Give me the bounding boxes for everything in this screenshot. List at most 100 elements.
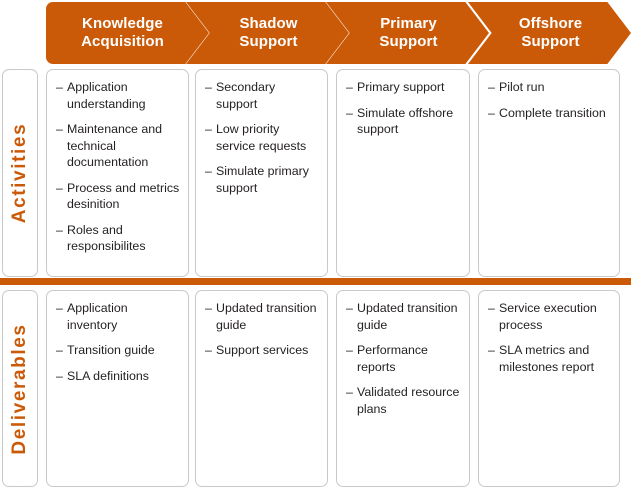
list-item: – Roles and responsibilites	[56, 222, 180, 255]
bullet-list: – Application understanding – Maintenanc…	[56, 79, 180, 255]
deliverables-card-knowledge-acquisition: – Application inventory – Transition gui…	[46, 290, 189, 487]
bullet-dash-icon: –	[205, 301, 212, 315]
list-item-text: Secondary support	[216, 80, 276, 111]
list-item-text: Maintenance and technical documentation	[67, 122, 163, 169]
deliverables-card-shadow-support: – Updated transition guide – Support ser…	[195, 290, 328, 487]
phase-title-line2: Support	[239, 33, 298, 50]
list-item: – SLA metrics and milestones report	[488, 342, 611, 375]
row-label-activities-text: Activities	[9, 122, 30, 224]
list-item-text: Low priority service requests	[216, 122, 307, 153]
list-item-text: Support services	[216, 343, 309, 357]
list-item: – Application inventory	[56, 300, 180, 333]
list-item-text: Primary support	[357, 80, 445, 94]
list-item: – Secondary support	[205, 79, 319, 112]
row-label-activities: Activities	[2, 69, 38, 277]
phase-title-line1: Knowledge	[82, 15, 163, 33]
list-item-text: Roles and responsibilites	[67, 222, 146, 254]
bullet-dash-icon: –	[488, 343, 495, 357]
phase-header-label: Shadow Support	[221, 15, 313, 50]
list-item-text: Updated transition guide	[357, 301, 458, 332]
activities-card-shadow-support: – Secondary support – Low priority servi…	[195, 69, 328, 277]
bullet-dash-icon: –	[346, 385, 353, 399]
bullet-dash-icon: –	[205, 343, 212, 357]
bullet-list: – Updated transition guide – Performance…	[346, 300, 461, 417]
phase-header-label: Knowledge Acquisition	[75, 15, 180, 50]
list-item: – SLA definitions	[56, 368, 180, 385]
list-item: – Maintenance and technical documentatio…	[56, 121, 180, 171]
deliverables-card-primary-support: – Updated transition guide – Performance…	[336, 290, 470, 487]
phase-title-line1: Offshore	[518, 15, 583, 33]
list-item-text: Performance reports	[357, 343, 428, 374]
list-item-text: SLA metrics and milestones report	[499, 343, 595, 374]
bullet-list: – Pilot run – Complete transition	[488, 79, 611, 121]
row-label-deliverables-text: Deliverables	[9, 322, 30, 455]
bullet-dash-icon: –	[56, 122, 63, 136]
bullet-list: – Primary support – Simulate offshore su…	[346, 79, 461, 138]
list-item: – Primary support	[346, 79, 461, 96]
deliverables-card-offshore-support: – Service execution process – SLA metric…	[478, 290, 620, 487]
phase-title-line1: Primary	[380, 15, 437, 33]
activities-card-primary-support: – Primary support – Simulate offshore su…	[336, 69, 470, 277]
phase-header-offshore-support[interactable]: Offshore Support	[468, 2, 631, 64]
list-item: – Updated transition guide	[346, 300, 461, 333]
list-item-text: Complete transition	[499, 105, 606, 120]
phase-title-line1: Shadow	[239, 15, 298, 33]
bullet-list: – Updated transition guide – Support ser…	[205, 300, 319, 359]
bullet-dash-icon: –	[488, 301, 495, 315]
bullet-dash-icon: –	[346, 80, 353, 94]
list-item: – Complete transition	[488, 105, 611, 122]
section-divider	[0, 278, 631, 285]
phase-header-shadow-support[interactable]: Shadow Support	[186, 2, 349, 64]
phase-header-primary-support[interactable]: Primary Support	[326, 2, 489, 64]
bullet-dash-icon: –	[346, 301, 353, 315]
phase-header-label: Primary Support	[361, 15, 453, 50]
list-item: – Transition guide	[56, 342, 180, 359]
list-item: – Validated resource plans	[346, 384, 461, 417]
bullet-dash-icon: –	[488, 105, 495, 120]
list-item-text: Process and metrics desinition	[67, 180, 180, 212]
bullet-dash-icon: –	[56, 343, 63, 357]
bullet-dash-icon: –	[56, 301, 63, 315]
phase-title-line2: Support	[521, 33, 580, 50]
list-item: – Support services	[205, 342, 319, 359]
bullet-dash-icon: –	[346, 105, 353, 120]
list-item-text: Application understanding	[67, 80, 146, 111]
bullet-dash-icon: –	[56, 222, 63, 237]
list-item: – Simulate primary support	[205, 163, 319, 196]
list-item: – Pilot run	[488, 79, 611, 96]
phase-header-label: Offshore Support	[501, 15, 598, 50]
list-item: – Updated transition guide	[205, 300, 319, 333]
list-item-text: Simulate primary support	[216, 164, 309, 195]
activities-card-knowledge-acquisition: – Application understanding – Maintenanc…	[46, 69, 189, 277]
bullet-dash-icon: –	[56, 80, 63, 94]
list-item: – Simulate offshore support	[346, 105, 461, 138]
list-item-text: Service execution process	[499, 301, 597, 332]
bullet-dash-icon: –	[56, 180, 63, 195]
phase-title-line2: Support	[379, 33, 438, 50]
list-item: – Performance reports	[346, 342, 461, 375]
bullet-list: – Application inventory – Transition gui…	[56, 300, 180, 384]
bullet-dash-icon: –	[346, 343, 353, 357]
list-item-text: Simulate offshore support	[357, 105, 454, 137]
bullet-dash-icon: –	[205, 122, 212, 136]
bullet-dash-icon: –	[205, 164, 212, 178]
phase-title-line2: Acquisition	[81, 33, 164, 50]
bullet-dash-icon: –	[488, 80, 495, 94]
bullet-dash-icon: –	[56, 368, 63, 383]
list-item: – Low priority service requests	[205, 121, 319, 154]
bullet-dash-icon: –	[205, 80, 212, 94]
phase-header-row: Knowledge Acquisition Shadow Support Pri…	[0, 0, 631, 65]
bullet-list: – Service execution process – SLA metric…	[488, 300, 611, 375]
list-item: – Process and metrics desinition	[56, 180, 180, 213]
list-item-text: Pilot run	[499, 80, 545, 94]
bullet-list: – Secondary support – Low priority servi…	[205, 79, 319, 196]
list-item: – Service execution process	[488, 300, 611, 333]
list-item-text: SLA definitions	[67, 368, 149, 383]
phase-header-knowledge-acquisition[interactable]: Knowledge Acquisition	[46, 2, 209, 64]
list-item: – Application understanding	[56, 79, 180, 112]
list-item-text: Validated resource plans	[357, 385, 460, 416]
list-item-text: Application inventory	[67, 301, 128, 332]
list-item-text: Updated transition guide	[216, 301, 317, 332]
list-item-text: Transition guide	[67, 343, 155, 357]
